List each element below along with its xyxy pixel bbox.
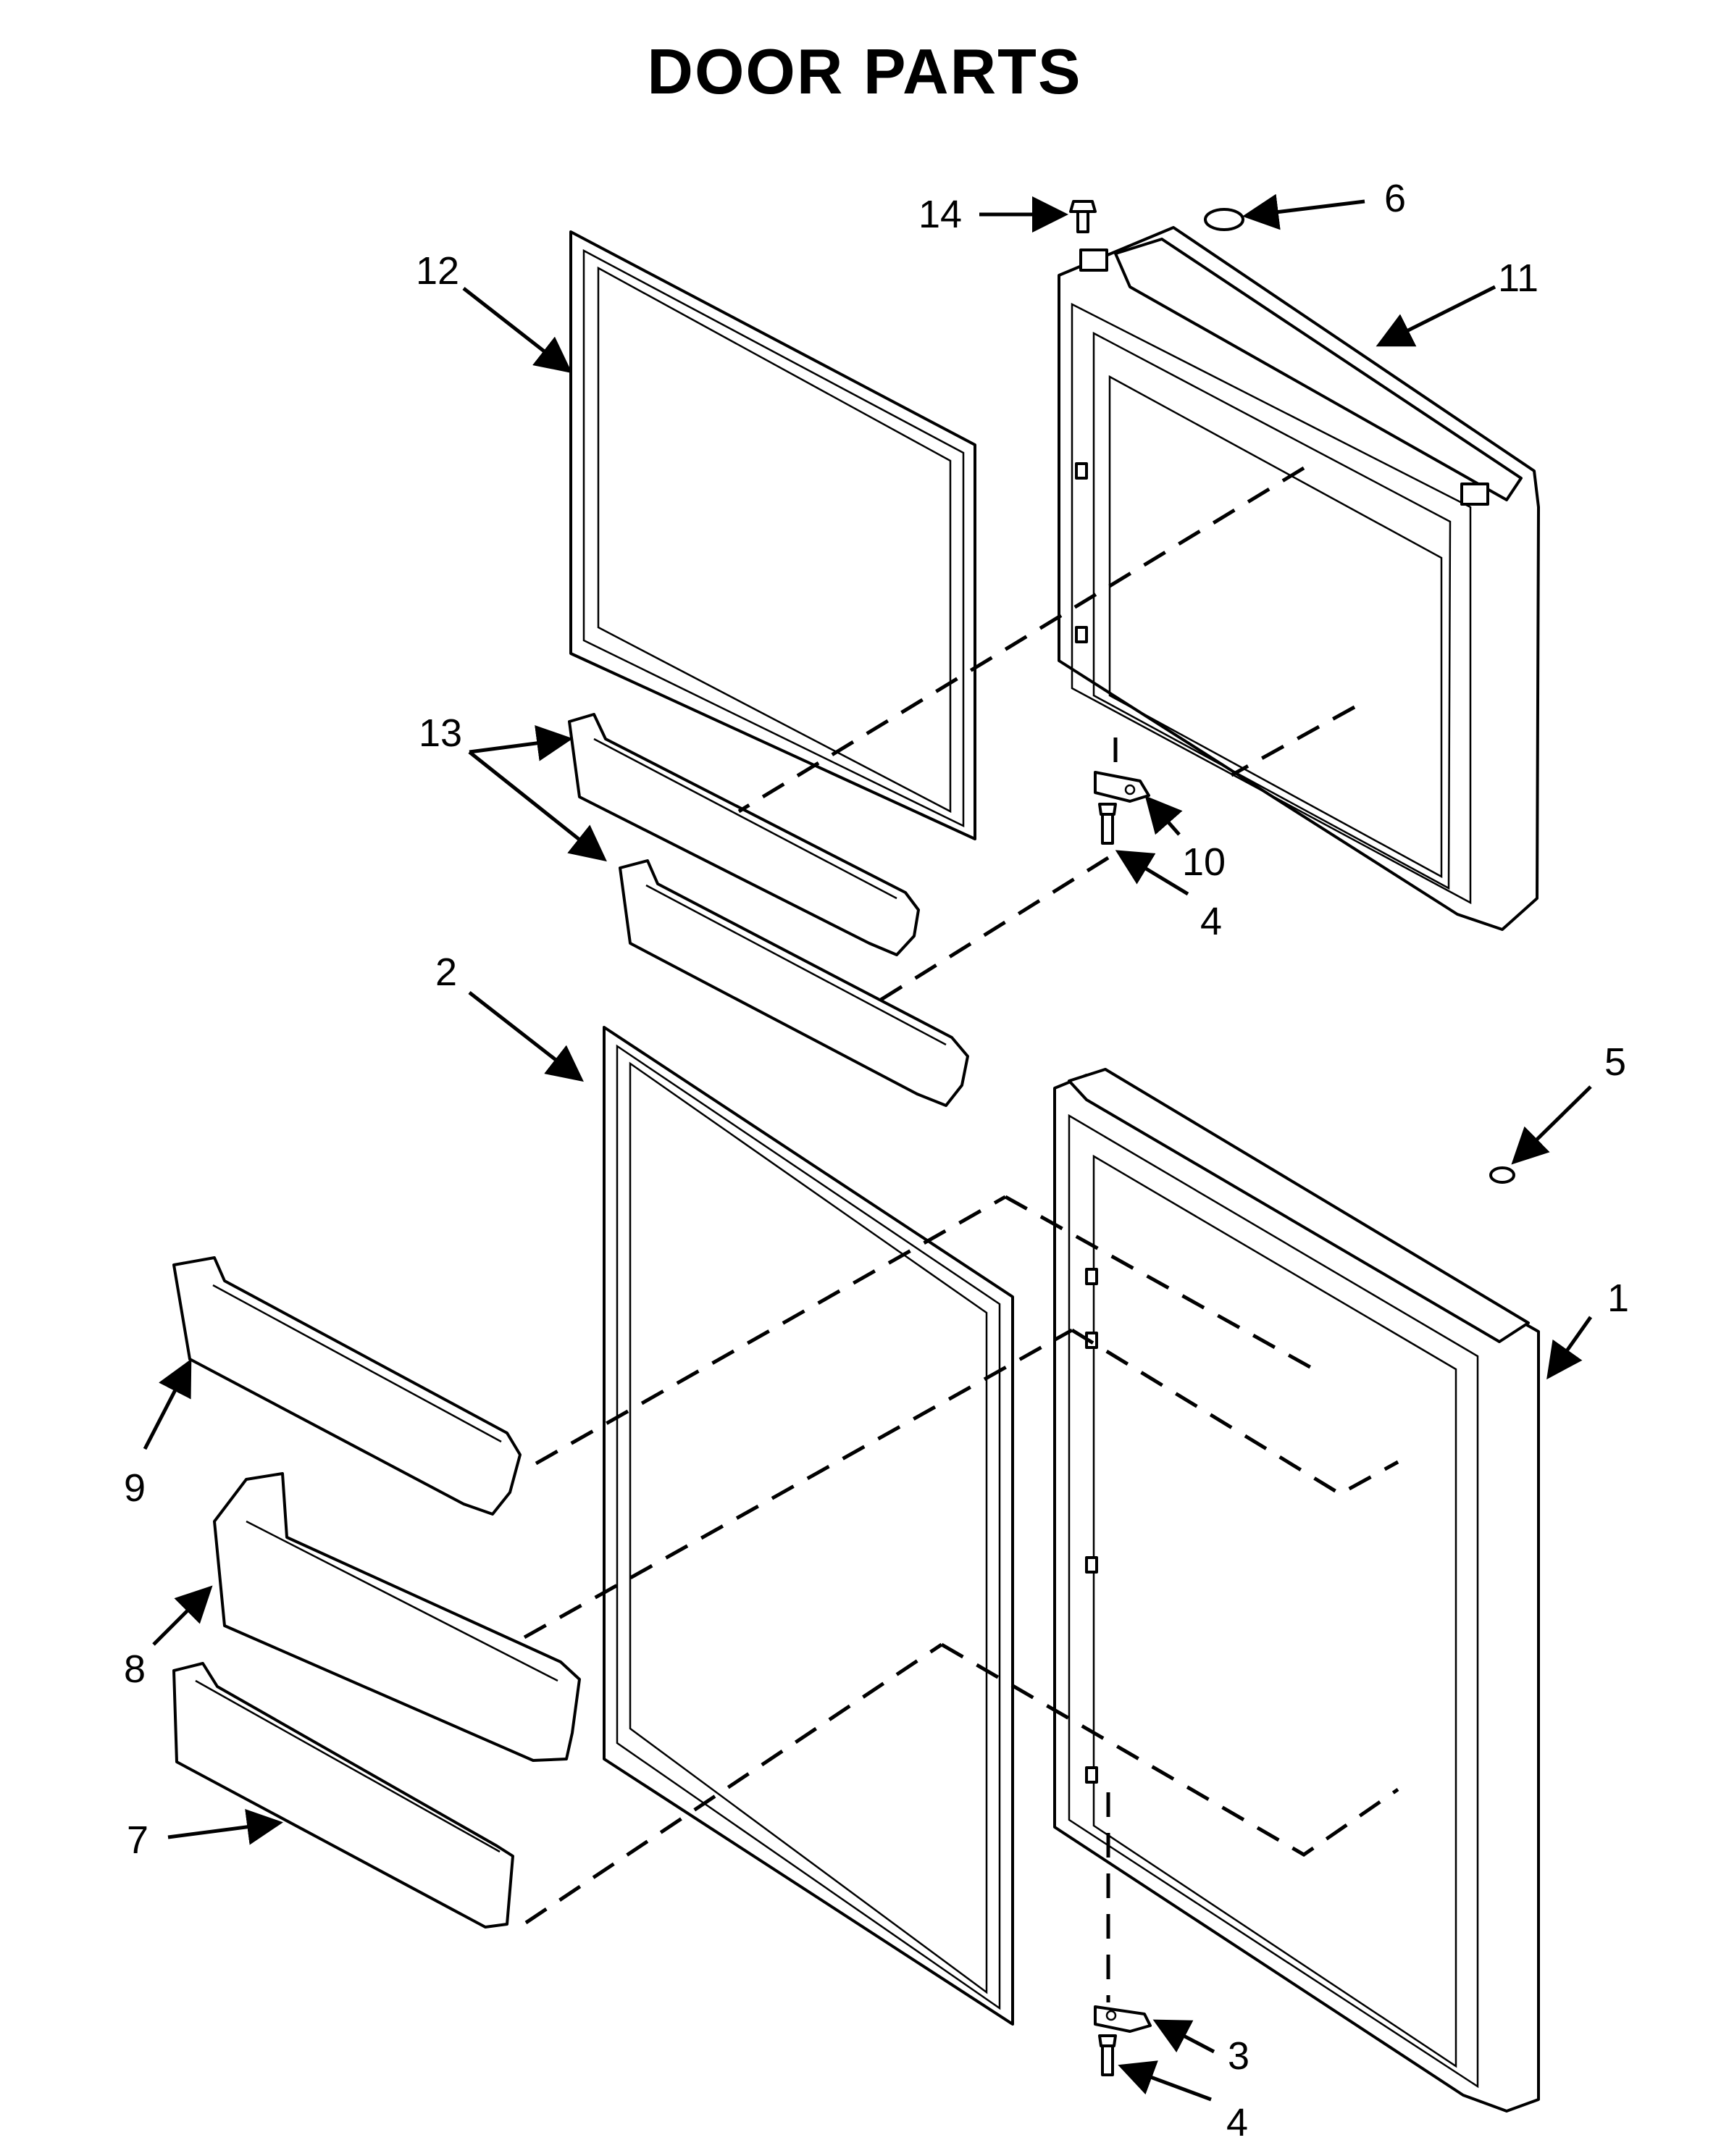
lower-fresh-food-door	[1053, 1068, 1540, 2113]
page-title: DOOR PARTS	[647, 35, 1082, 107]
lower-door-shelf-top	[172, 1256, 522, 1516]
upper-hinge-bracket	[1094, 771, 1150, 803]
callout-numbers: 1 2 3 4 4 5 6 7 8 9 10 11 12 13 14	[124, 177, 1629, 2144]
upper-hinge-screw	[1098, 803, 1117, 845]
lower-hinge-bracket	[1094, 2005, 1152, 2033]
callout-10: 10	[1182, 840, 1226, 884]
callout-4-upper: 4	[1200, 900, 1222, 943]
upper-door-shelf-b	[619, 859, 969, 1107]
lower-hinge-screw	[1098, 2034, 1117, 2076]
callout-13: 13	[419, 711, 462, 755]
callout-6: 6	[1384, 177, 1406, 220]
callout-12: 12	[416, 249, 459, 293]
deep-door-bin	[213, 1472, 581, 1762]
upper-door-shelf-a	[568, 713, 920, 956]
callout-2: 2	[435, 950, 457, 994]
callout-1: 1	[1607, 1277, 1629, 1320]
callout-3: 3	[1228, 2034, 1249, 2078]
assembly-dashed-lines	[523, 466, 1399, 2002]
callout-11: 11	[1498, 256, 1538, 300]
hinge-hole-plug	[1489, 1166, 1515, 1184]
lower-door-gasket	[603, 1026, 1014, 2026]
callout-leaders	[143, 193, 1593, 2102]
callout-9: 9	[124, 1466, 146, 1510]
washer-ring	[1204, 208, 1244, 231]
callout-7: 7	[127, 1818, 148, 1862]
callout-4-lower: 4	[1226, 2101, 1248, 2144]
callout-8: 8	[124, 1647, 146, 1691]
callout-5: 5	[1604, 1040, 1626, 1084]
door-stop-screw	[1069, 200, 1097, 233]
upper-freezer-door	[1058, 226, 1540, 931]
upper-door-gasket	[569, 230, 976, 840]
callout-14: 14	[918, 193, 962, 236]
